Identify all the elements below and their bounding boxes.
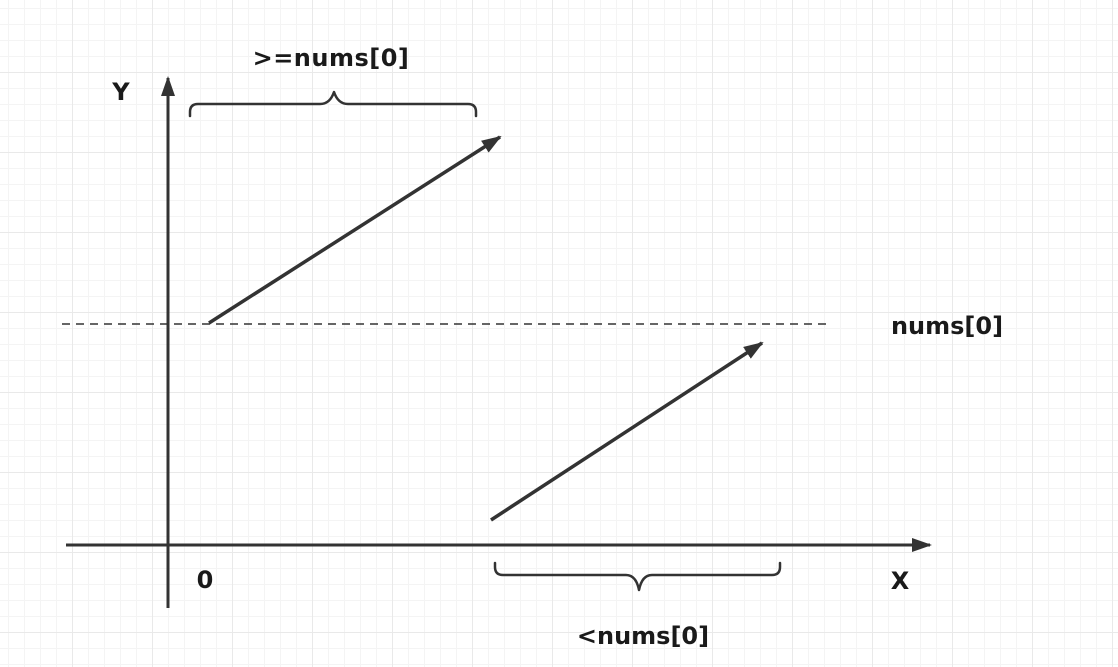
x-axis-label: X	[891, 567, 910, 595]
lower-curly-brace	[493, 561, 782, 592]
upper-brace-label: >=nums[0]	[253, 44, 410, 72]
upper-curly-brace	[188, 90, 478, 118]
upper-segment-arrow	[208, 135, 502, 325]
lower-segment-arrow	[490, 341, 764, 522]
y-axis-label: Y	[111, 78, 130, 106]
threshold-label: nums[0]	[891, 312, 1003, 340]
lower-brace-label: <nums[0]	[577, 622, 709, 650]
origin-label: 0	[197, 566, 214, 594]
